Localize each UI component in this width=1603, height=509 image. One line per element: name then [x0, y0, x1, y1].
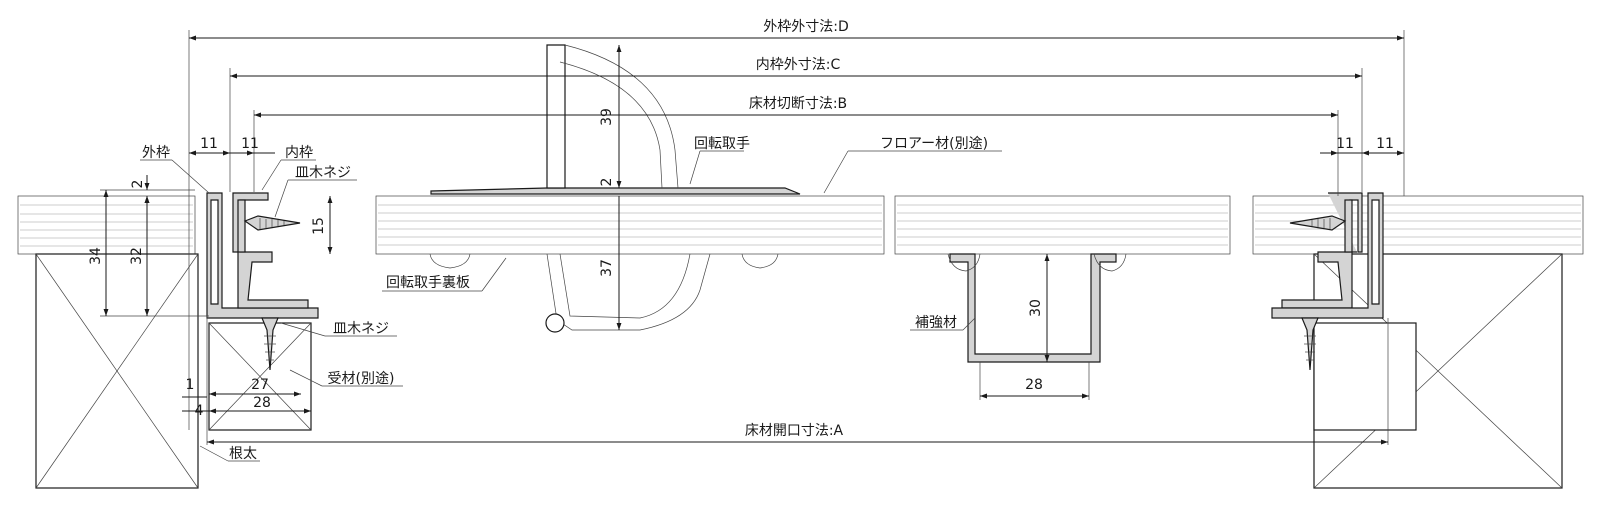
handle-back-plate	[429, 253, 779, 269]
dimension-a-label: 床材開口寸法:A	[745, 423, 844, 439]
label-screw-top: 皿木ネジ	[295, 165, 351, 181]
dim-left-11b: 11	[241, 136, 259, 152]
dim-39: 39	[599, 108, 615, 126]
rotary-handle	[430, 44, 801, 333]
dim-37: 37	[599, 259, 615, 277]
label-screw-bottom: 皿木ネジ	[333, 321, 389, 337]
label-receiver: 受材(別途)	[328, 370, 395, 387]
dim-2-handle: 2	[599, 178, 615, 187]
screw-bottom-left	[261, 317, 279, 371]
label-inner-frame: 内枠	[285, 145, 313, 161]
dim-27: 27	[251, 377, 269, 393]
dim-right-11a: 11	[1336, 136, 1354, 152]
extension-lines	[100, 30, 1405, 445]
dimension-b-label: 床材切断寸法:B	[749, 96, 847, 112]
dim-34: 34	[88, 247, 104, 265]
dim-28-mid: 28	[1025, 377, 1043, 393]
screw-top-left	[243, 215, 301, 231]
dim-left-11a: 11	[200, 136, 218, 152]
dim-30: 30	[1028, 299, 1044, 317]
dimension-b: 床材切断寸法:B	[254, 96, 1338, 118]
label-outer-frame: 外枠	[142, 145, 170, 161]
dim-1: 1	[186, 377, 195, 393]
label-handle-back-plate: 回転取手裏板	[386, 274, 470, 291]
flooring-hatch-panel	[375, 195, 885, 255]
screw-top-right	[1289, 215, 1347, 231]
joist-left	[35, 253, 199, 489]
dimension-c: 内枠外寸法:C	[230, 57, 1362, 79]
dimension-a: 床材開口寸法:A	[207, 423, 1388, 445]
receiver-right	[1313, 322, 1417, 431]
screw-bottom-right	[1301, 317, 1319, 371]
reinforcement-channel	[947, 253, 1127, 363]
callouts: 外枠 内枠 皿木ネジ 回転取手 フロアー材(別途) 回転取手裏板 補強材 皿木ネ…	[140, 135, 1002, 462]
dim-32: 32	[129, 247, 145, 265]
small-dimensions: 11 11 11 11 2 34 32 15 1 4 27 28 39 2 37…	[88, 45, 1404, 419]
dimension-c-label: 内枠外寸法:C	[756, 57, 841, 73]
flooring-hatch-panel-center	[894, 195, 1231, 255]
label-handle: 回転取手	[694, 136, 750, 152]
outer-frame-right	[1271, 192, 1384, 319]
outer-frame-left	[206, 192, 319, 319]
dimension-d-label: 外枠外寸法:D	[763, 19, 849, 35]
label-joist: 根太	[229, 446, 257, 462]
dim-28-left: 28	[253, 395, 271, 411]
dim-4: 4	[195, 403, 204, 419]
inner-frame-left	[232, 192, 309, 309]
label-reinforcement: 補強材	[915, 315, 957, 331]
dimension-d: 外枠外寸法:D	[189, 19, 1404, 41]
dim-2-left: 2	[130, 180, 146, 189]
dim-15: 15	[311, 217, 327, 235]
dim-right-11b: 11	[1376, 136, 1394, 152]
label-flooring: フロアー材(別途)	[880, 135, 988, 152]
